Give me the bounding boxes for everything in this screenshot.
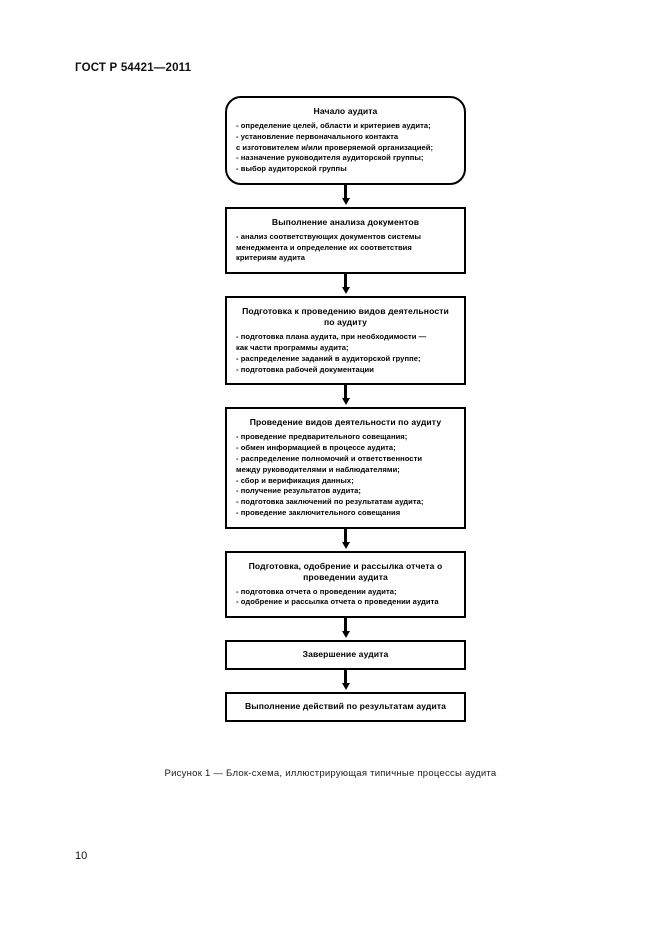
arrow-down-icon — [341, 541, 350, 549]
list-item: - распределение полномочий и ответственн… — [236, 453, 423, 474]
list-item: - анализ соответствующих документов сист… — [236, 231, 421, 263]
arrow-down-icon — [341, 287, 350, 295]
list-item: - определение целей, области и критериев… — [236, 121, 431, 130]
list-item: - выбор аудиторской группы — [236, 164, 347, 174]
flowchart-node-audit-activities: Проведение видов деятельности по аудиту … — [225, 407, 466, 529]
flowchart-node-stack: Начало аудита - определение целей, облас… — [225, 96, 466, 723]
node-bullet-list: - подготовка отчета о проведении аудита;… — [236, 587, 455, 609]
list-item: - одобрение и рассылка отчета о проведен… — [236, 597, 439, 607]
connector-line — [344, 274, 347, 290]
node-title: Выполнение действий по результатам аудит… — [244, 701, 447, 712]
list-item: - обмен информацией в процессе аудита; — [236, 443, 396, 453]
list-item: - назначение руководителя аудиторской гр… — [236, 153, 424, 163]
list-item: - установление первоначального контакта … — [236, 131, 434, 152]
node-title: Начало аудита — [313, 106, 378, 116]
node-title: Завершение аудита — [302, 649, 389, 660]
flow-connector-arrow — [225, 670, 466, 692]
node-title: Проведение видов деятельности по аудиту — [249, 417, 442, 428]
page-number: 10 — [75, 850, 88, 862]
flow-connector-arrow — [225, 184, 466, 207]
node-title: Выполнение анализа документов — [271, 216, 420, 227]
connector-line — [344, 670, 347, 686]
flowchart-node-audit-preparation: Подготовка к проведению видов деятельнос… — [225, 296, 466, 386]
flow-connector-arrow — [225, 385, 466, 407]
node-bullet-list: - подготовка плана аудита, при необходим… — [236, 332, 455, 375]
node-bullet-list: - определение целей, области и критериев… — [236, 121, 455, 175]
node-bullet-list: - анализ соответствующих документов сист… — [236, 232, 455, 264]
arrow-down-icon — [341, 398, 350, 406]
node-bullet-list: - проведение предварительного совещания;… — [236, 432, 455, 518]
list-item: - подготовка заключений по результатам а… — [236, 497, 424, 507]
connector-line — [344, 184, 347, 200]
flow-connector-arrow — [225, 528, 466, 551]
connector-line — [344, 618, 347, 634]
list-item: - получение результатов аудита; — [236, 486, 361, 496]
arrow-down-icon — [341, 197, 350, 205]
list-item: - проведение предварительного совещания; — [236, 432, 408, 442]
flow-connector-arrow — [225, 274, 466, 296]
standard-designation-header: ГОСТ Р 54421—2011 — [75, 62, 192, 74]
flowchart-node-document-review: Выполнение анализа документов - анализ с… — [225, 206, 466, 275]
list-item: - подготовка рабочей документации — [236, 364, 374, 374]
arrow-down-icon — [341, 631, 350, 639]
arrow-down-icon — [341, 683, 350, 691]
flowchart-node-audit-completion: Завершение аудита — [225, 640, 466, 671]
list-item: - подготовка плана аудита, при необходим… — [236, 332, 427, 353]
list-item: - проведение заключительного совещания — [236, 507, 401, 517]
flow-connector-arrow — [225, 618, 466, 640]
list-item: - сбор и верификация данных; — [236, 475, 354, 485]
figure-caption: Рисунок 1 — Блок-схема, иллюстрирующая т… — [164, 768, 497, 779]
flowchart-node-audit-start: Начало аудита - определение целей, облас… — [225, 96, 466, 185]
connector-line — [344, 528, 347, 544]
flowchart-node-followup-actions: Выполнение действий по результатам аудит… — [225, 692, 466, 723]
list-item: - подготовка отчета о проведении аудита; — [236, 586, 397, 596]
list-item: - распределение заданий в аудиторской гр… — [236, 353, 421, 363]
connector-line — [344, 385, 347, 401]
flowchart-node-report-distribution: Подготовка, одобрение и рассылка отчета … — [225, 550, 466, 619]
node-title: Подготовка, одобрение и рассылка отчета … — [248, 560, 443, 582]
node-title: Подготовка к проведению видов деятельнос… — [242, 306, 449, 328]
